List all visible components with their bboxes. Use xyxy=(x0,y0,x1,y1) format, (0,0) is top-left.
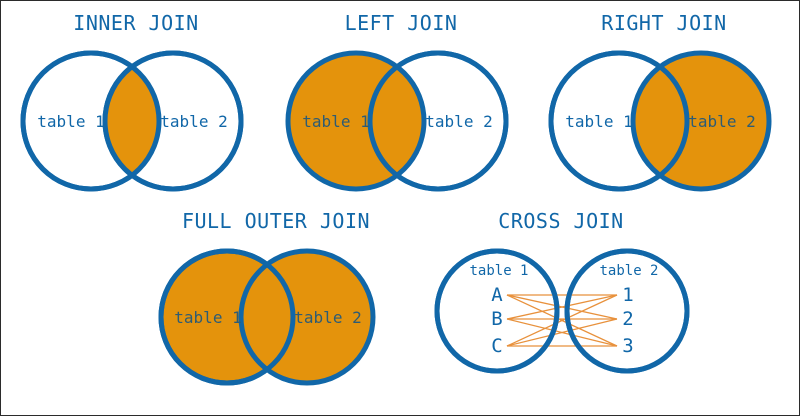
diagram-right-join: table 1 table 2 xyxy=(541,45,797,197)
diagram-full-outer-join: table 1 table 2 xyxy=(153,244,399,394)
right-circle-outline xyxy=(102,50,244,192)
right-circle-outline xyxy=(564,248,690,374)
right-table-label: table 2 xyxy=(599,263,658,279)
diagram-cross-join: table 1 table 2 A B C 1 2 3 xyxy=(429,248,699,379)
right-join-venn: table 1 table 2 xyxy=(548,50,772,192)
cross-join-connections xyxy=(506,294,618,347)
intersection-highlight xyxy=(105,53,159,189)
right-circle-highlight xyxy=(630,50,772,192)
title-left-join: LEFT JOIN xyxy=(344,11,458,35)
connection-b-1 xyxy=(506,294,618,320)
title-full-outer-join: FULL OUTER JOIN xyxy=(181,209,371,233)
left-item-0: A xyxy=(491,284,503,306)
left-circle-outline xyxy=(434,248,560,374)
left-table-label: table 1 xyxy=(37,112,104,131)
connection-c-2 xyxy=(506,318,618,347)
left-circle-outline xyxy=(158,248,296,386)
left-circle-outline xyxy=(548,50,690,192)
right-circle-outline xyxy=(367,50,509,192)
right-table-label: table 2 xyxy=(425,112,492,131)
left-table-label: table 1 xyxy=(302,112,369,131)
left-table-label: table 1 xyxy=(469,263,528,279)
left-item-1: B xyxy=(491,308,502,330)
title-inner-join: INNER JOIN xyxy=(73,11,199,35)
right-circle-highlight xyxy=(238,248,376,386)
right-item-1: 2 xyxy=(622,308,633,330)
title-cross-join: CROSS JOIN xyxy=(498,209,624,233)
diagram-left-join: table 1 table 2 xyxy=(278,45,534,197)
right-table-label: table 2 xyxy=(160,112,227,131)
cross-join-venn: table 1 table 2 A B C 1 2 3 xyxy=(434,248,690,374)
right-item-2: 3 xyxy=(622,335,633,357)
left-item-2: C xyxy=(491,335,502,357)
left-table-label: table 1 xyxy=(174,308,241,327)
full-outer-join-venn: table 1 table 2 xyxy=(158,248,376,386)
right-table-label: table 2 xyxy=(688,112,755,131)
left-circle-highlight xyxy=(285,50,427,192)
left-join-venn: table 1 table 2 xyxy=(285,50,509,192)
right-table-label: table 2 xyxy=(294,308,361,327)
diagram-inner-join: table 1 table 2 xyxy=(13,45,269,197)
left-circle-outline xyxy=(20,50,162,192)
connection-c-1 xyxy=(506,294,618,347)
title-right-join: RIGHT JOIN xyxy=(601,11,727,35)
inner-join-venn: table 1 table 2 xyxy=(20,50,244,192)
left-table-label: table 1 xyxy=(565,112,632,131)
right-item-0: 1 xyxy=(622,284,633,306)
